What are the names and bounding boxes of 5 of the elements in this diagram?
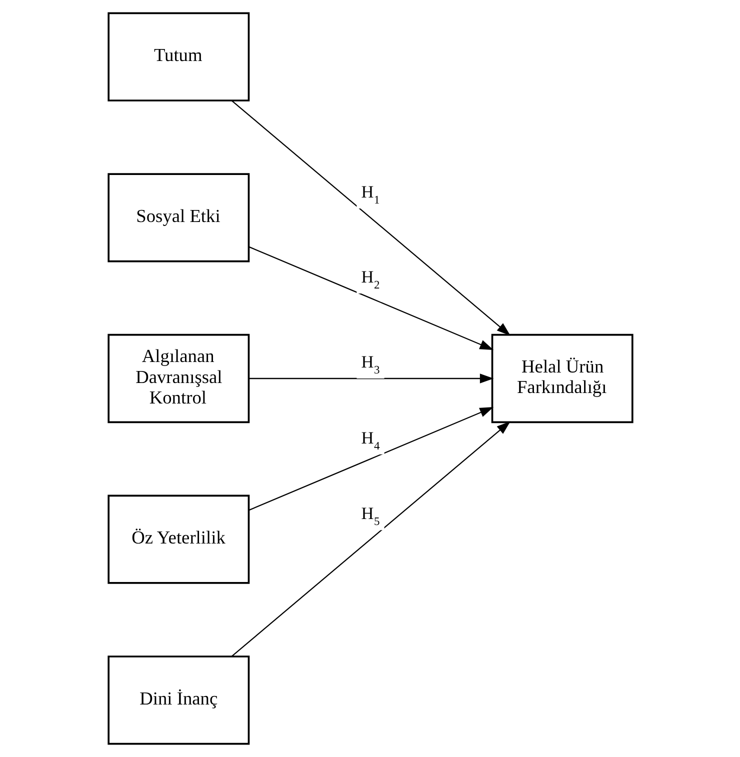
edge-label: H$_{3}$ [360,352,380,377]
edge-label: H$_{4}$ [360,428,380,452]
edge-label: H$_{2}$ [360,268,380,292]
edge-label: H$_{5}$ [360,504,380,528]
edge-label: H$_{1}$ [360,182,380,207]
